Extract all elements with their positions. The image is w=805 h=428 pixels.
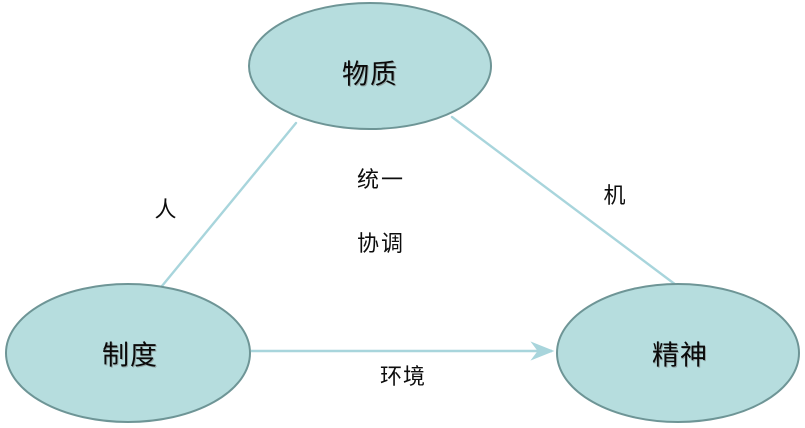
node-spirit[interactable] bbox=[556, 283, 800, 423]
edge-matter-system bbox=[160, 121, 298, 288]
node-matter[interactable] bbox=[248, 2, 492, 130]
edge-label-environment: 环境 bbox=[379, 364, 427, 389]
edge-label-person: 人 bbox=[154, 197, 178, 222]
node-system[interactable] bbox=[5, 283, 251, 423]
edge-matter-spirit bbox=[450, 115, 678, 287]
edge-label-machine: 机 bbox=[603, 183, 627, 208]
center-label-unity: 统一 bbox=[356, 167, 406, 192]
center-label-coordination: 协调 bbox=[356, 231, 406, 256]
